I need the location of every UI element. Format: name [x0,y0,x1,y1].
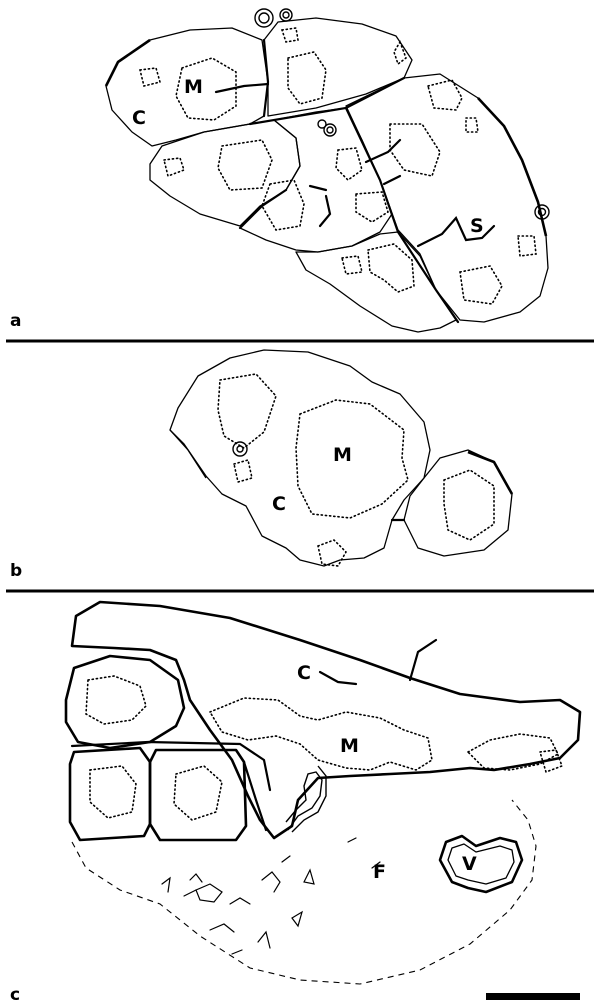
panel-a-label: a [10,311,21,331]
medulla-region [174,766,222,820]
vessel-outline [448,844,514,884]
medulla-region [368,244,414,292]
medulla-region [460,266,502,304]
septum [310,186,326,190]
medulla-region [86,676,146,724]
vessel-icon [233,442,247,456]
cortex-label: C [132,107,146,129]
medulla-region [394,42,406,64]
medulla-region [164,158,184,176]
septum [384,176,400,184]
panel-b-label: b [10,561,22,581]
lobule-outline [150,120,300,226]
cortex-label: C [297,662,311,684]
medulla-region [444,470,494,540]
fat-debris [162,838,380,954]
lobule-outline [346,74,548,322]
medulla-region [90,766,136,818]
lobule-outline [170,350,430,566]
medulla-region [218,374,276,448]
panel-b: M C b [10,350,512,581]
vessel-label: V [462,853,477,875]
vessel-icon [255,9,292,27]
lobule-outline [66,656,184,748]
septum [216,84,268,92]
medulla-region [288,52,326,104]
capsule-edge [106,40,150,86]
panel-c: C M F V c [10,602,580,1004]
medulla-region [318,540,346,566]
septum [320,196,330,226]
septum [366,140,400,162]
medulla-region [262,180,304,230]
medulla-label: M [184,76,203,98]
septum-label: S [470,215,484,237]
vessel-outline [292,766,326,832]
medulla-label: M [333,444,352,466]
medulla-region [234,460,252,482]
septum [250,78,404,124]
scale-bar [486,993,580,1000]
medulla-region [282,28,298,42]
medulla-region [356,192,388,222]
lobule-outline [70,748,150,840]
septum [410,640,436,680]
medulla-region [296,400,408,518]
medulla-region [518,236,536,256]
lobule-outline [170,430,206,478]
fat-region-boundary [72,800,536,984]
panel-c-label: c [10,985,20,1004]
medulla-label: M [340,735,359,757]
cortex-label: C [272,493,286,515]
medulla-region [218,140,272,190]
medulla-region [390,124,440,176]
medulla-region [336,148,362,180]
lobule-outline [150,750,246,840]
vessel-icon [318,120,336,136]
lobule-outline [72,602,580,838]
lobule-outline [240,108,392,252]
septum [320,672,356,684]
fat-label: F [373,861,386,883]
vessel-outline [440,836,522,892]
medulla-region [140,68,160,86]
medulla-region [342,256,362,274]
lobule-outline [264,18,412,116]
medulla-region [466,118,478,132]
panel-a: M C S a [10,9,549,332]
